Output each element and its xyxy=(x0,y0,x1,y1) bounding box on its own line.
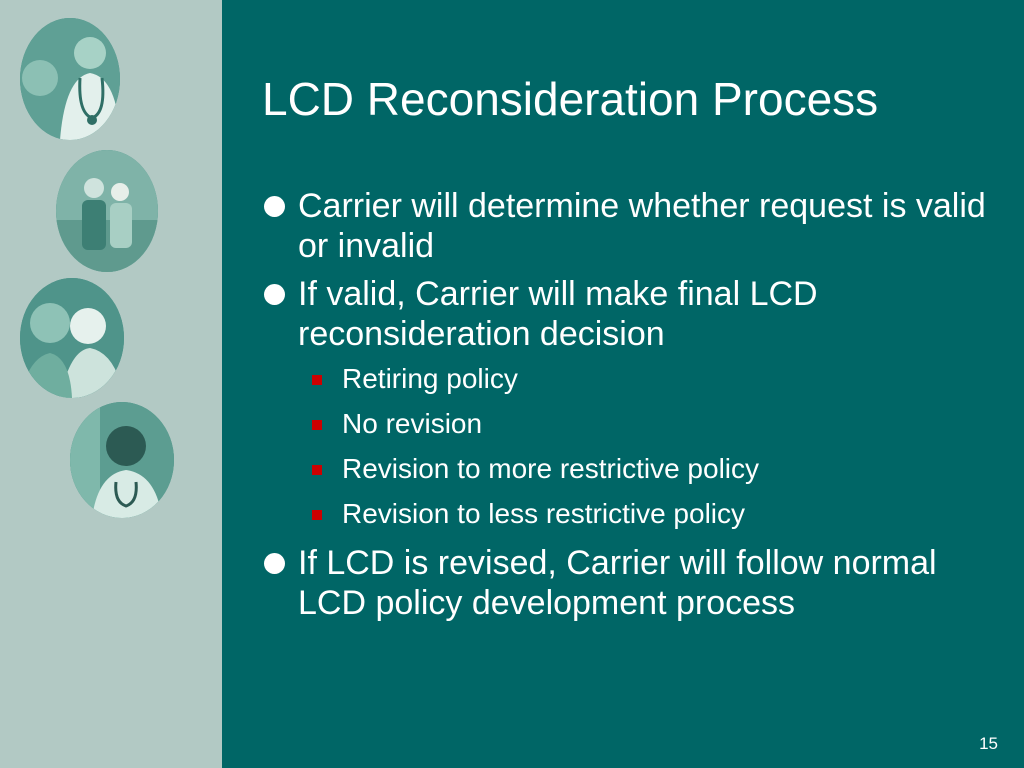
bullet-list: Carrier will determine whether request i… xyxy=(262,186,1002,631)
side-photo-panel xyxy=(0,0,222,768)
bullet-item: If LCD is revised, Carrier will follow n… xyxy=(262,543,1002,623)
page-number: 15 xyxy=(979,734,998,753)
sub-bullet-text: Revision to more restrictive policy xyxy=(342,453,760,484)
square-bullet-icon xyxy=(312,420,322,430)
square-bullet-icon xyxy=(312,465,322,475)
doctor-stethoscope-photo xyxy=(20,18,120,140)
sub-bullet-item: Revision to less restrictive policy xyxy=(262,497,1002,531)
smiling-nurse-photo xyxy=(70,402,174,518)
couple-walking-photo xyxy=(56,150,158,272)
sub-bullet-item: Retiring policy xyxy=(262,362,1002,396)
caregiver-patient-photo xyxy=(20,278,124,398)
square-bullet-icon xyxy=(312,375,322,385)
slide-title: LCD Reconsideration Process xyxy=(262,73,879,125)
bullet-dot-icon xyxy=(264,553,285,574)
sub-bullet-text: Revision to less restrictive policy xyxy=(342,498,746,529)
sub-bullet-text: No revision xyxy=(342,408,483,439)
sub-bullet-item: Revision to more restrictive policy xyxy=(262,452,1002,486)
square-bullet-icon xyxy=(312,510,322,520)
bullet-text: If valid, Carrier will make final LCD re… xyxy=(298,275,818,353)
bullet-dot-icon xyxy=(264,284,285,305)
bullet-item: Carrier will determine whether request i… xyxy=(262,186,1002,266)
bullet-dot-icon xyxy=(264,196,285,217)
bullet-text: Carrier will determine whether request i… xyxy=(298,187,986,265)
sub-bullet-text: Retiring policy xyxy=(342,363,518,394)
sub-bullet-list: Retiring policy No revision Revision to … xyxy=(262,362,1002,531)
sub-bullet-item: No revision xyxy=(262,407,1002,441)
bullet-text: If LCD is revised, Carrier will follow n… xyxy=(298,544,937,622)
bullet-item: If valid, Carrier will make final LCD re… xyxy=(262,274,1002,354)
